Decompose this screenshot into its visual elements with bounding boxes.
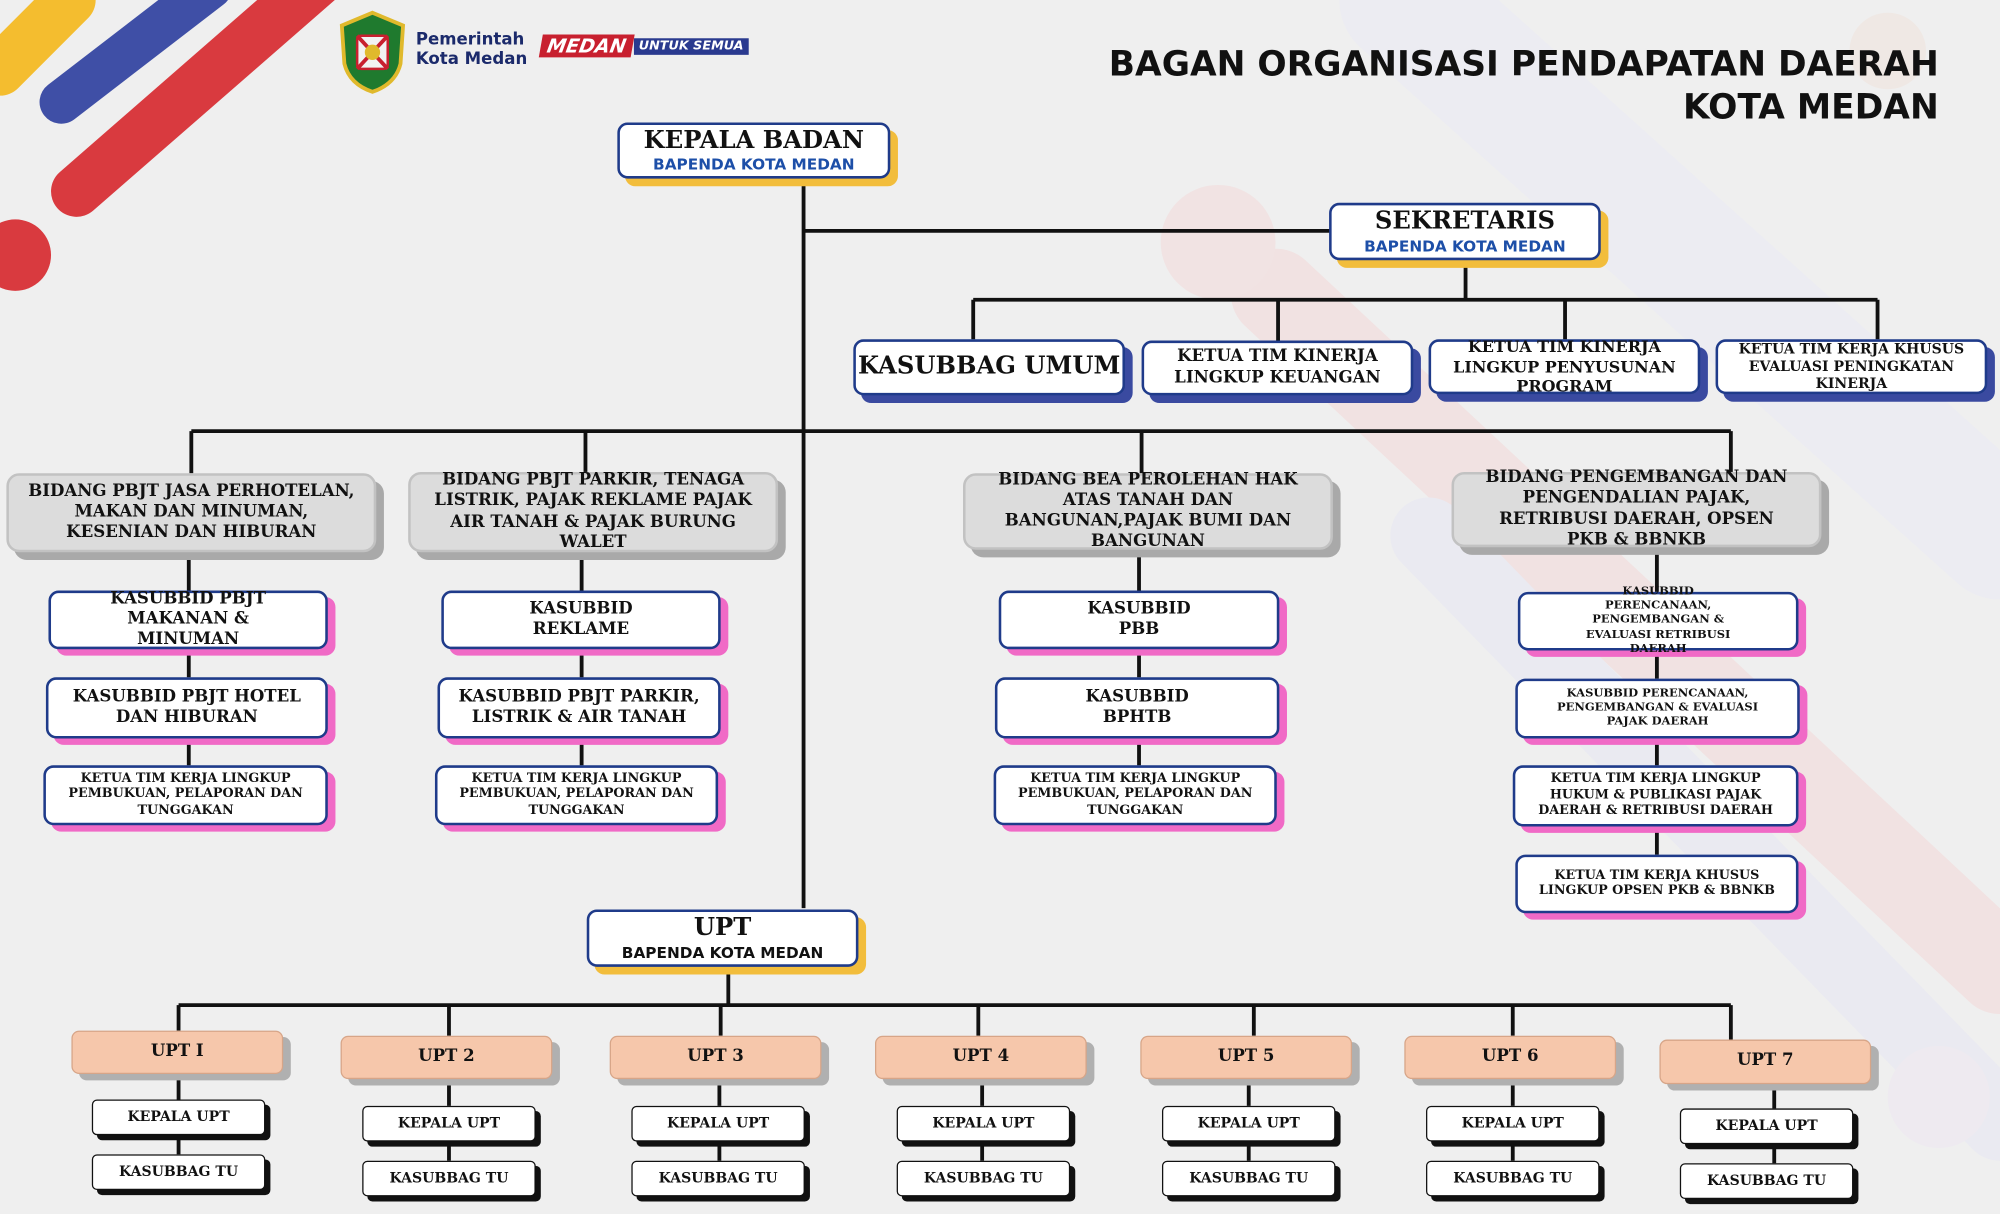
bidang-3-unit-1: KASUBBID PBB xyxy=(998,590,1280,650)
title-line-2: KOTA MEDAN xyxy=(1683,88,1939,128)
government-label: Pemerintah Kota Medan xyxy=(416,31,527,69)
upt-3-tu: KASUBBAG TU xyxy=(631,1160,805,1197)
upt-3-head: KEPALA UPT xyxy=(631,1105,805,1142)
upt-5-head: KEPALA UPT xyxy=(1161,1105,1336,1142)
bidang-4-unit-3: KETUA TIM KERJA LINGKUP HUKUM & PUBLIKAS… xyxy=(1512,765,1799,827)
upt-1-head: KEPALA UPT xyxy=(91,1099,266,1136)
kasubbag-umum-box: KASUBBAG UMUM xyxy=(853,339,1125,396)
upt-1-tu: KASUBBAG TU xyxy=(91,1154,266,1191)
upt-2-tu: KASUBBAG TU xyxy=(362,1160,536,1197)
upt-main-box: UPT BAPENDA KOTA MEDAN xyxy=(586,909,859,967)
upt-2-head: KEPALA UPT xyxy=(362,1105,536,1142)
upt-4-box: UPT 4 xyxy=(874,1035,1087,1080)
bidang-2-unit-2: KASUBBID PBJT PARKIR, LISTRIK & AIR TANA… xyxy=(437,677,721,739)
page-title: BAGAN ORGANISASI PENDAPATAN DAERAH KOTA … xyxy=(1109,43,1939,130)
bidang-1-unit-2: KASUBBID PBJT HOTEL DAN HIBURAN xyxy=(45,677,328,739)
bidang-2-unit-1: KASUBBID REKLAME xyxy=(441,590,721,650)
bidang-2-box: BIDANG PBJT PARKIR, TENAGA LISTRIK, PAJA… xyxy=(408,471,779,553)
bidang-2-unit-3: KETUA TIM KERJA LINGKUP PEMBUKUAN, PELAP… xyxy=(434,765,719,826)
bidang-4-unit-1: KASUBBID PERENCANAAN, PENGEMBANGAN & EVA… xyxy=(1517,585,1799,655)
upt-4-tu: KASUBBAG TU xyxy=(896,1160,1071,1197)
upt-5-tu: KASUBBAG TU xyxy=(1161,1160,1336,1197)
upt-3-box: UPT 3 xyxy=(609,1035,822,1080)
bidang-4-unit-4: KETUA TIM KERJA KHUSUS LINGKUP OPSEN PKB… xyxy=(1515,854,1799,914)
upt-4-head: KEPALA UPT xyxy=(896,1105,1071,1142)
upt-main-subtitle: BAPENDA KOTA MEDAN xyxy=(621,943,824,962)
ketua-tim-keuangan-box: KETUA TIM KINERJA LINGKUP KEUANGAN xyxy=(1141,340,1414,396)
brand-word: MEDAN xyxy=(538,34,635,58)
upt-6-tu: KASUBBAG TU xyxy=(1426,1160,1600,1197)
bidang-1-unit-1: KASUBBID PBJT MAKANAN & MINUMAN xyxy=(48,589,328,649)
bidang-1-box: BIDANG PBJT JASA PERHOTELAN, MAKAN DAN M… xyxy=(6,473,377,553)
kepala-badan-title: KEPALA BADAN xyxy=(643,125,864,154)
upt-main-title: UPT xyxy=(693,913,752,942)
upt-6-box: UPT 6 xyxy=(1404,1035,1617,1080)
medan-brand-logo: MEDAN UNTUK SEMUA xyxy=(538,34,749,58)
ketua-tim-program-box: KETUA TIM KINERJA LINGKUP PENYUSUNAN PRO… xyxy=(1428,337,1701,396)
title-line-1: BAGAN ORGANISASI PENDAPATAN DAERAH xyxy=(1108,44,1939,85)
bidang-3-unit-3: KETUA TIM KERJA LINGKUP PEMBUKUAN, PELAP… xyxy=(993,765,1277,826)
sekretaris-subtitle: BAPENDA KOTA MEDAN xyxy=(1364,237,1566,255)
kepala-badan-box: KEPALA BADAN BAPENDA KOTA MEDAN xyxy=(617,122,891,179)
upt-7-box: UPT 7 xyxy=(1659,1039,1872,1085)
kepala-badan-subtitle: BAPENDA KOTA MEDAN xyxy=(653,156,855,174)
bidang-3-unit-2: KASUBBID BPHTB xyxy=(994,677,1280,739)
bidang-3-box: BIDANG BEA PEROLEHAN HAK ATAS TANAH DAN … xyxy=(963,470,1333,551)
sekretaris-title: SEKRETARIS xyxy=(1374,206,1555,235)
brand-tagline: UNTUK SEMUA xyxy=(633,37,749,55)
upt-5-box: UPT 5 xyxy=(1140,1035,1353,1080)
gov-line-1: Pemerintah xyxy=(415,30,525,50)
ketua-tim-evaluasi-box: KETUA TIM KERJA KHUSUS EVALUASI PENINGKA… xyxy=(1715,339,1988,395)
bidang-1-unit-3: KETUA TIM KERJA LINGKUP PEMBUKUAN, PELAP… xyxy=(43,765,328,826)
sekretaris-box: SEKRETARIS BAPENDA KOTA MEDAN xyxy=(1329,202,1601,261)
upt-7-head: KEPALA UPT xyxy=(1679,1108,1854,1145)
city-emblem-icon xyxy=(339,10,406,94)
bidang-4-unit-2: KASUBBID PERENCANAAN, PENGEMBANGAN & EVA… xyxy=(1515,678,1800,739)
upt-7-tu: KASUBBAG TU xyxy=(1679,1163,1854,1199)
upt-6-head: KEPALA UPT xyxy=(1426,1105,1600,1142)
bidang-4-box: BIDANG PENGEMBANGAN DAN PENGENDALIAN PAJ… xyxy=(1451,468,1822,549)
gov-line-2: Kota Medan xyxy=(415,49,528,69)
upt-2-box: UPT 2 xyxy=(340,1035,553,1080)
upt-1-box: UPT I xyxy=(71,1030,284,1074)
